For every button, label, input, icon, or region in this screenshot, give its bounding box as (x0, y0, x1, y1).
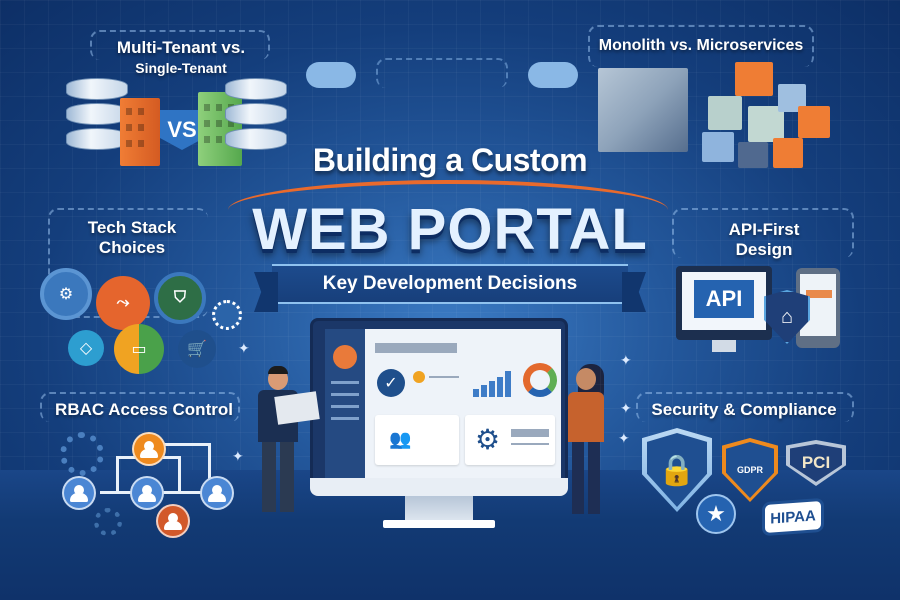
api-label: API (694, 280, 754, 318)
rbac-dashed-frame (40, 392, 240, 422)
api-monitor: API (676, 266, 772, 340)
avatar (333, 345, 357, 369)
user-node-icon (130, 476, 164, 510)
rbac-title: RBAC Access Control (55, 400, 233, 419)
tenancy-title: Multi-Tenant vs. Single-Tenant (96, 38, 266, 78)
user-node-icon (200, 476, 234, 510)
monitor-base (383, 520, 495, 528)
microservice-cube-orange (735, 62, 773, 96)
dashboard-sidebar (325, 329, 365, 479)
laptop-icon (274, 391, 320, 425)
microservice-cube-orange (773, 138, 803, 168)
database-icon-left (66, 78, 128, 153)
api-title: API-First Design (700, 220, 828, 260)
cart-icon: 🛒 (178, 330, 216, 368)
hipaa-badge-icon: HIPAA (762, 497, 824, 537)
api-title-line2: Design (735, 240, 793, 259)
microservice-cube (748, 106, 784, 142)
sparkle-icon: ✦ (238, 340, 250, 356)
title-accent-arc (228, 180, 668, 210)
cloud-connector-dashed (376, 58, 508, 88)
shield-logo-icon: ⛉ (154, 272, 206, 324)
security-dashed-frame (636, 392, 854, 422)
microservice-cube (702, 132, 734, 162)
tech-stack-title-line2: Choices (98, 238, 166, 257)
gear-icon: ⚙ (475, 424, 501, 455)
gear-icon (212, 300, 242, 330)
gear-clock-icon (60, 432, 104, 476)
rbac-wire (208, 443, 211, 483)
sparkle-icon: ✦ (620, 352, 632, 368)
settings-card: ⚙ (465, 415, 555, 465)
microservice-cube (708, 96, 742, 130)
cloud-user-icon (306, 62, 356, 88)
monitor-stand (405, 496, 473, 522)
monitor-bezel (310, 478, 568, 496)
security-title: Security & Compliance (651, 400, 837, 419)
rbac-wire (116, 456, 119, 492)
microservice-cube (738, 142, 768, 168)
building-icon-orange (120, 98, 160, 166)
framework-icon: ⚙ (40, 268, 92, 320)
subtitle: Key Development Decisions (322, 273, 578, 294)
person-with-laptop (254, 366, 320, 518)
api-dashed-frame (672, 208, 854, 258)
subtitle-banner: Key Development Decisions (272, 264, 628, 304)
api-title-line1: API-First (728, 220, 800, 239)
gear-icon (94, 508, 122, 536)
workflow-icon: ⤳ (96, 276, 150, 330)
device-icon: ▭ (114, 324, 164, 374)
tenancy-title-line1: Multi-Tenant vs. (116, 38, 246, 57)
monolith-cube-icon (598, 68, 688, 152)
architecture-dashed-frame (588, 25, 814, 67)
user-node-icon (62, 476, 96, 510)
title-line1: Building a Custom (312, 142, 588, 178)
check-icon: ✓ (377, 369, 405, 397)
database-icon-right (225, 78, 287, 153)
user-node-icon (132, 432, 166, 466)
rbac-wire (178, 456, 181, 492)
tenancy-title-line2: Single-Tenant (135, 60, 227, 76)
dashboard-content: ✓ 👥 ⚙ (365, 329, 561, 479)
sparkle-icon: ✦ (232, 448, 244, 464)
star-badge-icon: ★ (696, 494, 736, 534)
cube-icon: ◇ (68, 330, 104, 366)
sparkle-icon: ✦ (618, 430, 630, 446)
donut-chart-icon (523, 363, 557, 397)
microservice-cube-orange (798, 106, 830, 138)
api-monitor-stand (712, 340, 736, 352)
tenancy-dashed-frame (90, 30, 270, 60)
dashboard-monitor: ✓ 👥 ⚙ (310, 318, 568, 496)
rbac-wire (160, 443, 210, 446)
tech-stack-title-line1: Tech Stack (87, 218, 177, 237)
team-icon: 👥 (389, 429, 412, 449)
page-title: WEB PORTAL (252, 197, 648, 262)
architecture-title: Monolith vs. Microservices (598, 37, 804, 54)
bar-chart-icon (471, 369, 515, 397)
team-card: 👥 (375, 415, 459, 465)
user-node-icon (156, 504, 190, 538)
sparkle-icon: ✦ (620, 400, 632, 416)
tech-stack-title: Tech Stack Choices (62, 218, 202, 258)
cloud-service-icon (528, 62, 578, 88)
person-pointing (562, 364, 612, 518)
